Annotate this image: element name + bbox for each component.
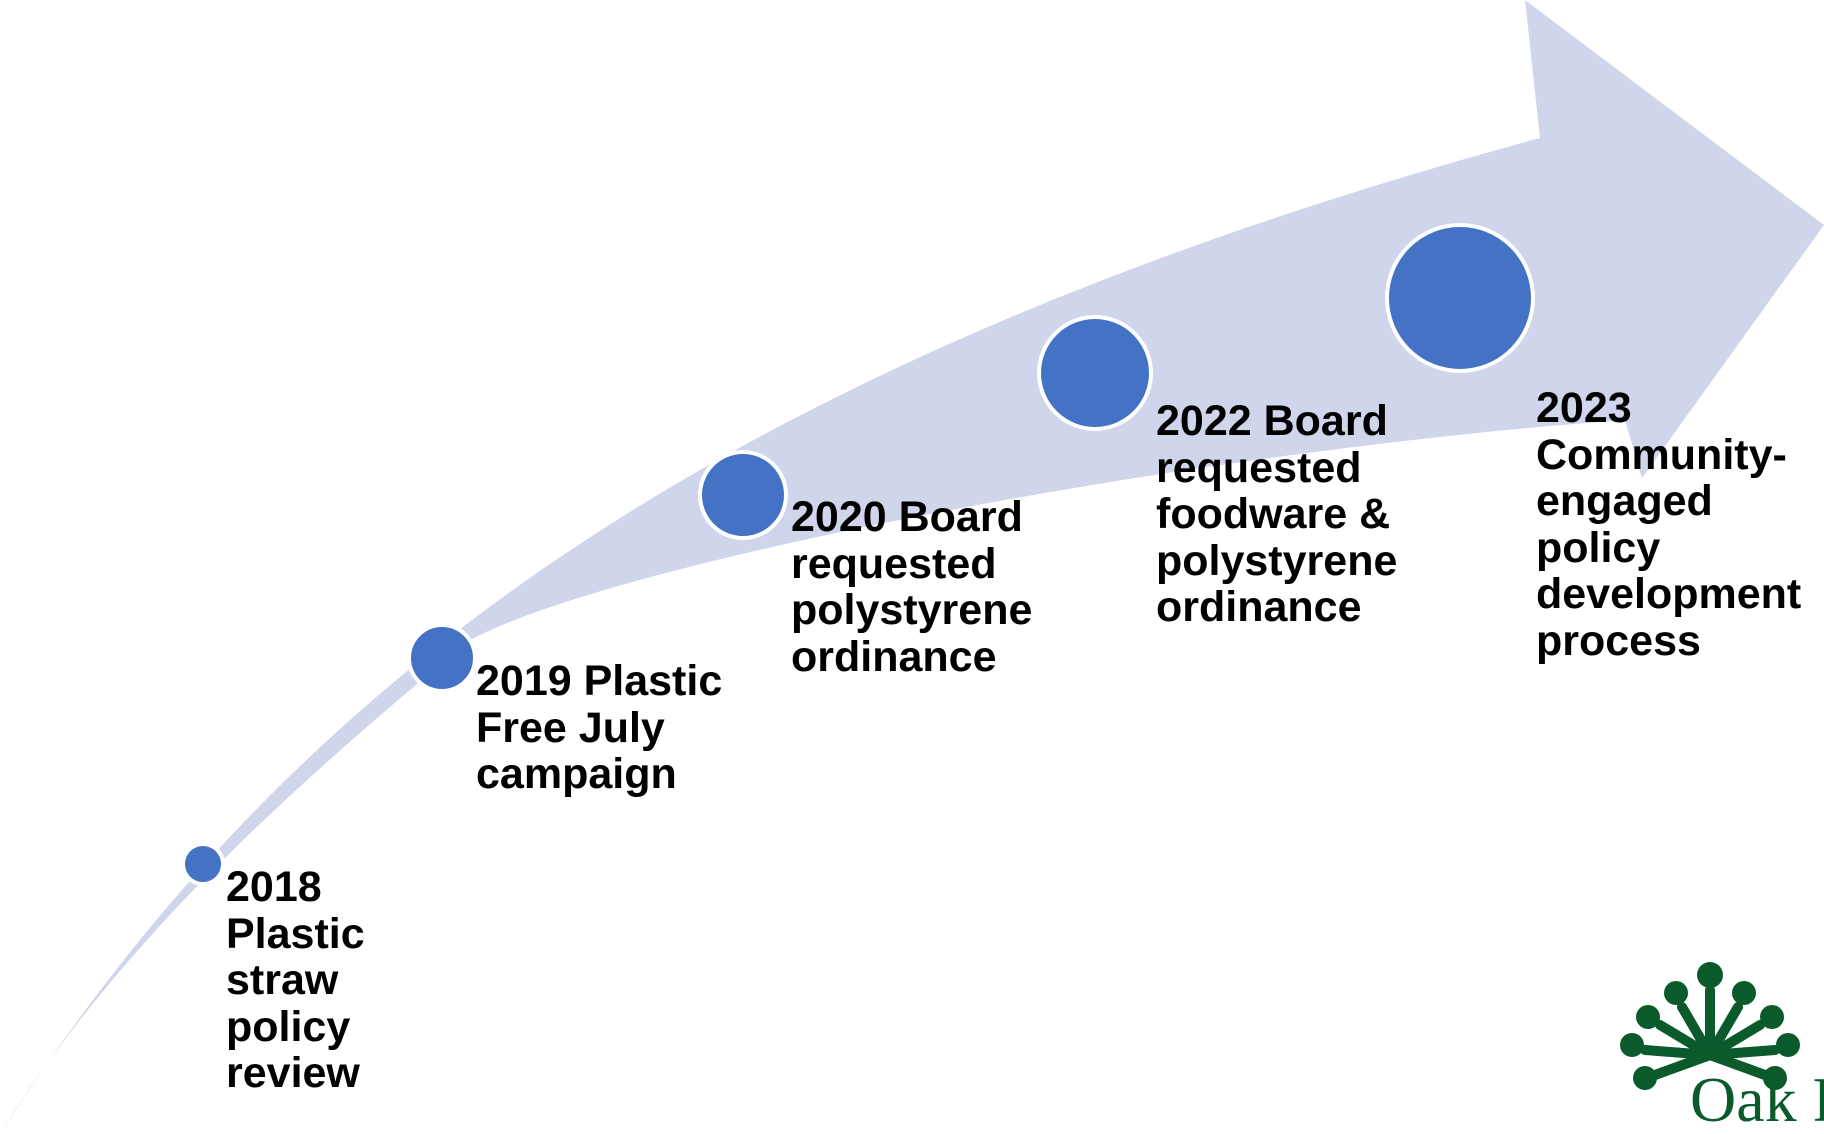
milestone-2018-marker xyxy=(181,842,225,886)
logo-branch xyxy=(1705,1050,1770,1080)
milestone-2023-marker xyxy=(1385,223,1535,373)
logo-leaf xyxy=(1633,1066,1657,1090)
logo-text: Oak Park xyxy=(1690,1064,1824,1134)
logo-branch xyxy=(1650,1050,1715,1080)
logo-leaf xyxy=(1763,1066,1787,1090)
logo-leaf xyxy=(1776,1033,1800,1057)
milestone-2023-label: 2023 Community- engaged policy developme… xyxy=(1536,384,1802,665)
milestone-2020-marker xyxy=(698,450,788,540)
logo-leaf xyxy=(1760,1005,1784,1029)
milestone-2018-label: 2018 Plastic straw policy review xyxy=(226,863,365,1097)
milestone-2020-label: 2020 Board requested polystyrene ordinan… xyxy=(791,493,1033,681)
milestone-2019-marker xyxy=(407,623,477,693)
logo-leaf xyxy=(1664,981,1688,1005)
tree-icon xyxy=(1620,962,1800,1090)
milestone-2019-label: 2019 Plastic Free July campaign xyxy=(476,657,723,798)
logo-leaf xyxy=(1732,981,1756,1005)
logo-leaf xyxy=(1697,962,1723,988)
milestone-2022-marker xyxy=(1037,315,1153,431)
logo-leaf xyxy=(1620,1033,1644,1057)
milestone-2022-label: 2022 Board requested foodware & polystyr… xyxy=(1156,397,1398,631)
logo-leaf xyxy=(1636,1005,1660,1029)
